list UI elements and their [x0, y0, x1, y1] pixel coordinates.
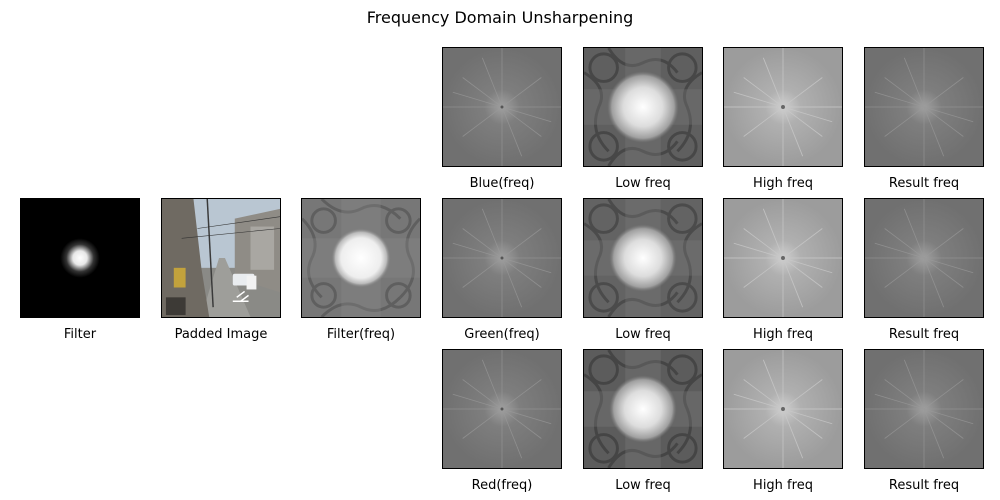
- blue-freq-caption: Blue(freq): [469, 176, 535, 191]
- red-result-panel: [864, 349, 984, 469]
- figure-title: Frequency Domain Unsharpening: [366, 8, 634, 27]
- blue-freq-spectrum: [443, 48, 561, 166]
- green-result-caption: Result freq: [888, 327, 960, 342]
- filter-freq-image: [302, 199, 420, 317]
- filter-caption: Filter: [63, 327, 97, 342]
- green-result-panel: [864, 198, 984, 318]
- blue-low-caption: Low freq: [615, 176, 671, 191]
- blue-high-caption: High freq: [753, 176, 813, 191]
- padded-image-caption: Padded Image: [174, 327, 268, 342]
- green-freq-spectrum: [443, 199, 561, 317]
- blue-result-caption: Result freq: [888, 176, 960, 191]
- filter-panel: [20, 198, 140, 318]
- red-freq-spectrum: [443, 350, 561, 468]
- green-high-spectrum: [724, 199, 842, 317]
- filter-image: [21, 199, 139, 317]
- red-freq-caption: Red(freq): [471, 478, 533, 493]
- green-freq-caption: Green(freq): [464, 327, 540, 342]
- blue-low-spectrum: [584, 48, 702, 166]
- green-result-spectrum: [865, 199, 983, 317]
- green-low-spectrum: [584, 199, 702, 317]
- red-result-caption: Result freq: [888, 478, 960, 493]
- blue-high-spectrum: [724, 48, 842, 166]
- blue-high-panel: [723, 47, 843, 167]
- green-high-caption: High freq: [753, 327, 813, 342]
- padded-image-panel: [161, 198, 281, 318]
- street-photo: [162, 199, 280, 317]
- red-freq-panel: [442, 349, 562, 469]
- red-high-caption: High freq: [753, 478, 813, 493]
- blue-freq-panel: [442, 47, 562, 167]
- red-high-panel: [723, 349, 843, 469]
- green-low-caption: Low freq: [615, 327, 671, 342]
- red-high-spectrum: [724, 350, 842, 468]
- red-low-caption: Low freq: [615, 478, 671, 493]
- blue-low-panel: [583, 47, 703, 167]
- red-low-panel: [583, 349, 703, 469]
- blue-result-spectrum: [865, 48, 983, 166]
- red-low-spectrum: [584, 350, 702, 468]
- blue-result-panel: [864, 47, 984, 167]
- green-freq-panel: [442, 198, 562, 318]
- filter-freq-caption: Filter(freq): [326, 327, 396, 342]
- red-result-spectrum: [865, 350, 983, 468]
- filter-freq-panel: [301, 198, 421, 318]
- green-low-panel: [583, 198, 703, 318]
- green-high-panel: [723, 198, 843, 318]
